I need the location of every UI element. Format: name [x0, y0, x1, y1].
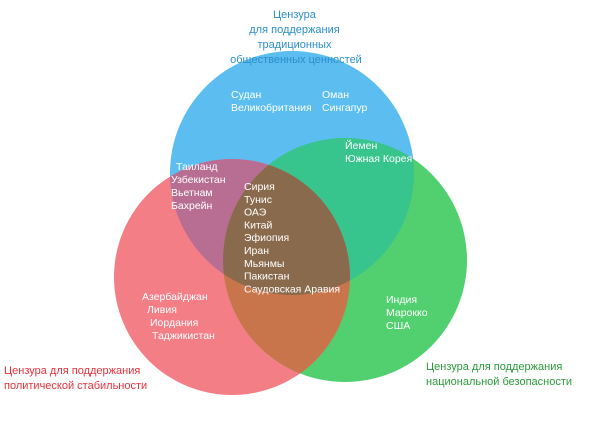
- country-name: Судан: [231, 89, 261, 101]
- overlap-all-three: [223, 159, 350, 295]
- overlap-all-three-fill: [223, 159, 350, 295]
- country-name: Вьетнам: [171, 187, 213, 199]
- country-name: Таиланд: [176, 161, 218, 173]
- country-name: Южная Корея: [345, 153, 412, 165]
- country-name: Великобритания: [231, 102, 312, 114]
- region-traditional-only-left: Судан Великобритания: [231, 89, 312, 114]
- label-traditional-line: общественных ценностей: [230, 54, 362, 66]
- region-political-only: Азербайджан Ливия Иордания Таджикистан: [142, 291, 215, 342]
- country-name: ОАЭ: [244, 207, 267, 219]
- label-political-stability: Цензура для поддержания политической ста…: [4, 365, 147, 392]
- country-name: Пакистан: [244, 271, 290, 283]
- country-name: Саудовская Аравия: [244, 283, 340, 295]
- country-name: Тунис: [244, 194, 272, 206]
- country-name: Китай: [244, 219, 273, 231]
- country-name: Таджикистан: [152, 330, 215, 342]
- label-traditional-line: традиционных: [257, 39, 331, 51]
- label-traditional-values: Цензура для поддержания традиционных общ…: [230, 9, 362, 66]
- label-national-security: Цензура для поддержания национальной без…: [426, 361, 572, 388]
- country-name: Оман: [322, 89, 349, 101]
- region-national-only: Индия Марокко США: [386, 294, 430, 332]
- region-traditional-political: Таиланд Узбекистан Вьетнам Бахрейн: [171, 161, 228, 212]
- label-political-line: Цензура для поддержания: [4, 365, 140, 377]
- country-name: Узбекистан: [171, 174, 226, 186]
- country-name: Сирия: [244, 181, 275, 193]
- country-name: Бахрейн: [171, 200, 213, 212]
- label-traditional-line: Цензура: [273, 9, 317, 21]
- country-name: Ливия: [147, 304, 177, 316]
- label-national-line: Цензура для поддержания: [426, 361, 562, 373]
- country-name: Мьянмы: [244, 258, 284, 270]
- country-name: Иран: [244, 245, 269, 257]
- region-all-three: Сирия Тунис ОАЭ Китай Эфиопия Иран Мьянм…: [244, 181, 340, 295]
- label-national-line: национальной безопасности: [426, 376, 572, 388]
- region-traditional-only-right: Оман Сингапур: [322, 89, 368, 114]
- country-name: Йемен: [345, 139, 377, 152]
- label-traditional-line: для поддержания: [249, 24, 339, 36]
- country-name: Сингапур: [322, 102, 368, 114]
- country-name: Индия: [386, 294, 417, 306]
- country-name: Эфиопия: [244, 232, 289, 244]
- country-name: США: [386, 320, 410, 332]
- country-name: Азербайджан: [142, 291, 208, 303]
- country-name: Иордания: [150, 317, 198, 329]
- region-traditional-national: Йемен Южная Корея: [345, 139, 412, 165]
- label-political-line: политической стабильности: [4, 380, 147, 392]
- country-name: Марокко: [386, 307, 428, 319]
